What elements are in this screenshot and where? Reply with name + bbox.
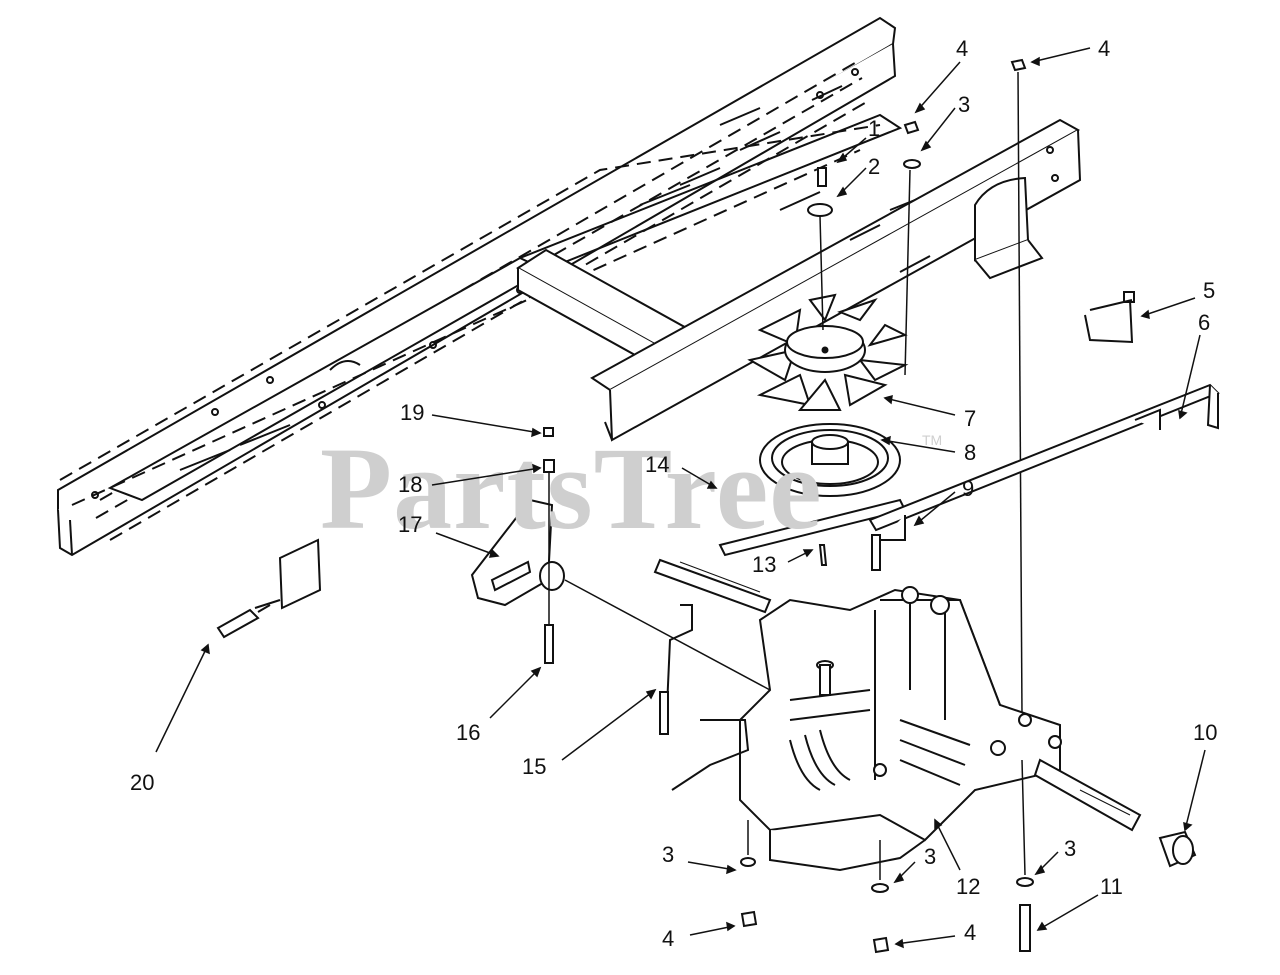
control-rod [1084, 291, 1135, 344]
callout-4-lower-left: 4 [662, 926, 674, 951]
angle-iron [590, 118, 1082, 442]
mounting-bracket-right [974, 176, 1044, 280]
left-axle [653, 558, 772, 614]
link-rod [868, 383, 1220, 532]
callout-2: 2 [868, 154, 880, 179]
callout-12: 12 [956, 874, 980, 899]
callout-3-lower-right: 3 [1064, 836, 1076, 861]
top-washer-bolt [807, 167, 833, 331]
callout-16: 16 [456, 720, 480, 745]
callout-4-lower-mid: 4 [964, 920, 976, 945]
callout-13: 13 [752, 552, 776, 577]
callout-9: 9 [962, 476, 974, 501]
right-axle [1033, 758, 1142, 832]
leader-lines [155, 47, 1206, 949]
callout-labels: 1 2 3 4 4 5 6 7 8 9 10 11 12 13 14 15 16… [130, 36, 1217, 951]
spring-bracket [216, 538, 322, 639]
callout-1: 1 [868, 116, 880, 141]
callout-17: 17 [398, 512, 422, 537]
callout-4-top-right: 4 [1098, 36, 1110, 61]
callout-10: 10 [1193, 720, 1217, 745]
callout-4-top-left: 4 [956, 36, 968, 61]
callout-7: 7 [964, 406, 976, 431]
callout-5: 5 [1203, 278, 1215, 303]
watermark-text: PartsTree [320, 423, 823, 554]
axle-spacer [1158, 830, 1197, 868]
brake-bracket [470, 498, 565, 607]
callout-3-top: 3 [958, 92, 970, 117]
nuts-washers-top [903, 58, 1027, 716]
callout-11: 11 [1100, 874, 1123, 899]
drive-pulley [759, 423, 901, 497]
callout-19: 19 [400, 400, 424, 425]
lower-hardware [740, 515, 1034, 954]
callout-3-lower-mid: 3 [924, 844, 936, 869]
callout-15: 15 [522, 754, 546, 779]
callout-3-lower-left: 3 [662, 842, 674, 867]
cooling-fan [747, 293, 909, 411]
watermark: PartsTree TM [320, 423, 942, 554]
callout-20: 20 [130, 770, 154, 795]
callout-6: 6 [1198, 310, 1210, 335]
watermark-tm: TM [922, 432, 942, 448]
callout-18: 18 [398, 472, 422, 497]
transaxle-housing [739, 586, 1062, 872]
brake-hardware [543, 427, 771, 691]
rail-slots [91, 68, 926, 499]
callout-14: 14 [645, 452, 669, 477]
brake-rod [659, 604, 750, 791]
callout-8: 8 [964, 440, 976, 465]
